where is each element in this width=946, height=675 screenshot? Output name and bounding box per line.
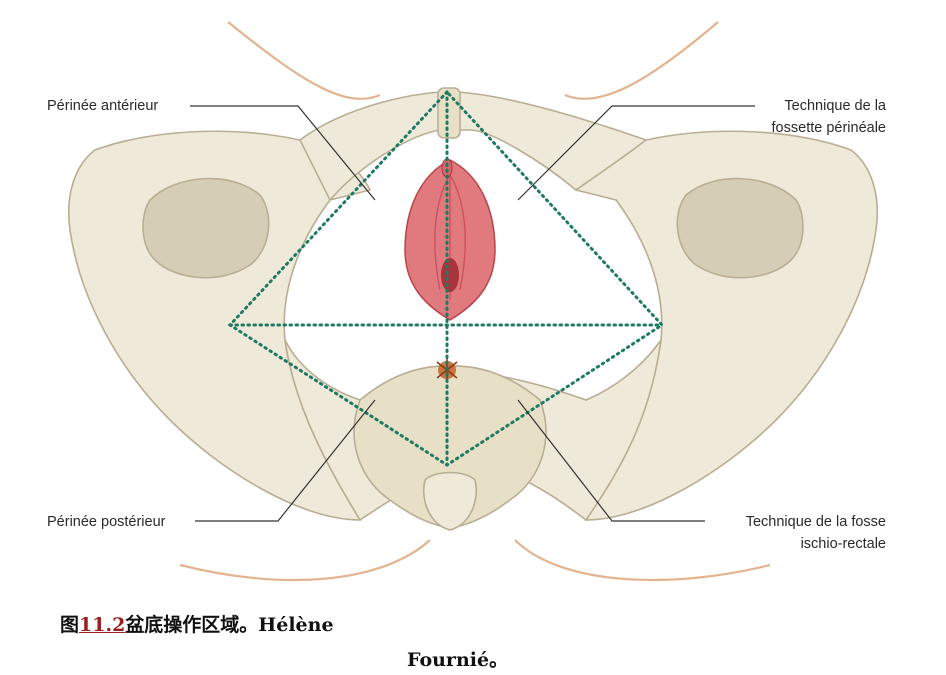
- label-technique-fossette: Technique de la fossette périnéale: [686, 95, 886, 139]
- leader-lines: [190, 105, 755, 522]
- caption-text-line1: 盆底操作区域。Hélène: [125, 614, 334, 636]
- skin-contours: [179, 21, 771, 582]
- label-technique-fossette-line1: Technique de la: [784, 98, 886, 114]
- caption-number-link[interactable]: 11.2: [79, 614, 126, 636]
- figure-caption: 图11.2盆底操作区域。Hélène: [60, 610, 334, 637]
- figure-caption-line2: Fournié。: [407, 649, 509, 671]
- label-technique-fosse-line2: ischio-rectale: [800, 536, 886, 552]
- dotted-zones: [227, 89, 665, 467]
- label-perinee-anterieur: Périnée antérieur: [47, 98, 159, 114]
- pelvis-diagram: [67, 21, 879, 582]
- label-technique-fosse-line1: Technique de la fosse: [745, 514, 886, 530]
- label-technique-fossette-line2: fossette périnéale: [771, 120, 886, 136]
- label-technique-fosse: Technique de la fosse ischio-rectale: [686, 511, 886, 555]
- pelvis-illustration: [67, 87, 879, 531]
- label-perinee-posterieur: Périnée postérieur: [47, 514, 166, 530]
- caption-prefix: 图: [60, 614, 80, 636]
- vulva-illustration: [404, 158, 496, 321]
